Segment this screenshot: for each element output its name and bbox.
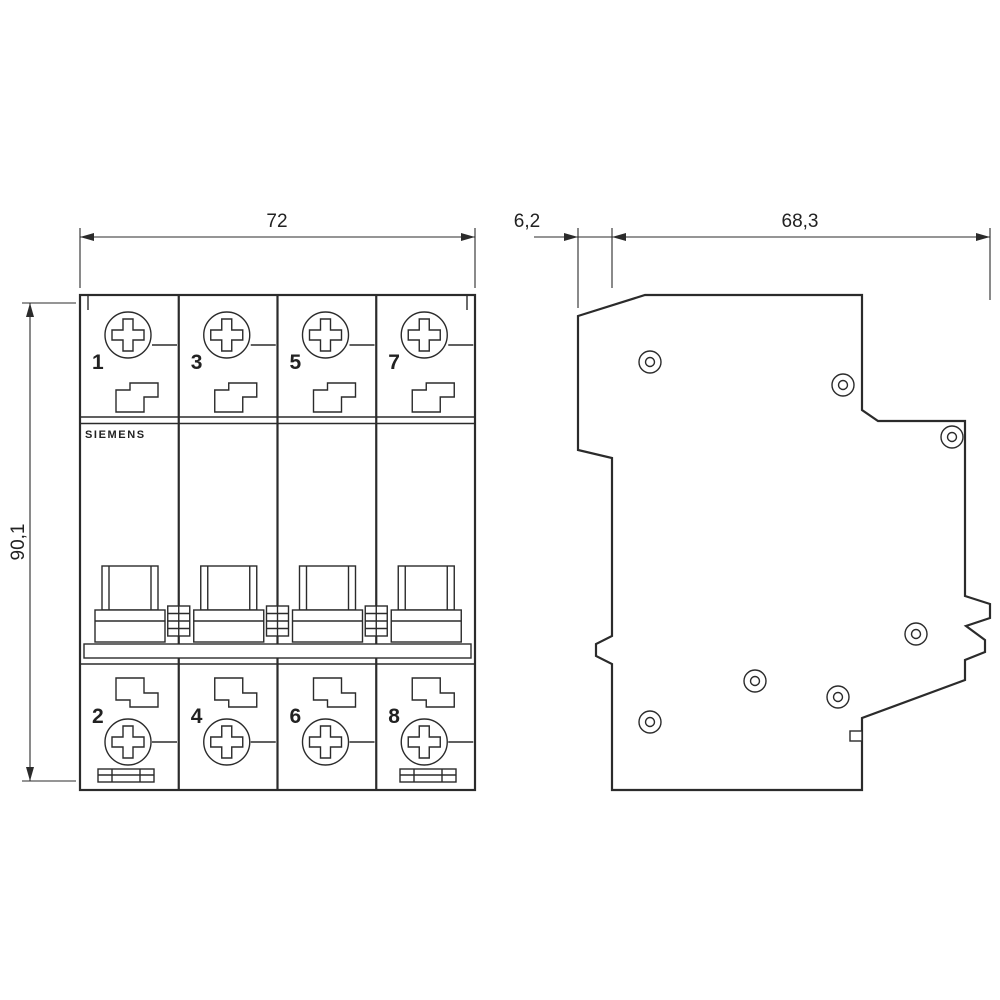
dim-body-depth-label: 68,3	[782, 211, 819, 232]
arrowhead	[612, 233, 626, 241]
rivet-icon	[638, 350, 662, 374]
dimension-depth-front: 6,2	[514, 211, 613, 308]
handle-coupler	[265, 605, 290, 637]
pole-label: 6	[290, 705, 302, 728]
dim-height-label: 90,1	[8, 524, 29, 561]
pole-label: 5	[290, 351, 302, 374]
arrowhead	[26, 767, 34, 781]
pole-top-3: 3	[191, 311, 276, 413]
dimension-width: 72	[79, 211, 476, 288]
pole-bottom-6: 6	[290, 677, 375, 766]
terminal-screw-icon	[104, 311, 152, 359]
terminal-screw-icon	[301, 718, 350, 766]
rivet-icon	[743, 669, 767, 693]
terminal-screw-icon	[400, 311, 448, 359]
din-tab-right	[399, 768, 457, 783]
brand-label: SIEMENS	[85, 429, 146, 441]
pole-top-1: 1	[92, 311, 177, 413]
arrowhead	[564, 233, 578, 241]
pole-bottom-4: 4	[191, 677, 276, 766]
dim-front-depth-label: 6,2	[514, 211, 540, 232]
dim-width-label: 72	[266, 211, 287, 232]
pole-label: 4	[191, 705, 203, 728]
pole-label: 1	[92, 351, 104, 374]
arrowhead	[976, 233, 990, 241]
pole-label: 7	[388, 351, 400, 374]
rivet-icon	[904, 622, 928, 646]
handle-coupler	[364, 605, 388, 637]
terminal-screw-icon	[104, 718, 152, 766]
rivet-icon	[638, 710, 662, 734]
arrowhead	[26, 303, 34, 317]
rivet-icon	[831, 373, 855, 397]
din-tab-left	[97, 768, 155, 783]
rivet-icon	[940, 425, 964, 449]
dimension-depth-body: 68,3	[612, 211, 991, 300]
arrowhead	[461, 233, 475, 241]
side-view	[576, 293, 992, 792]
pole-top-7: 7	[388, 311, 474, 413]
terminal-screw-icon	[203, 718, 251, 766]
pole-top-5: 5	[290, 311, 375, 413]
pole-label: 2	[92, 705, 104, 728]
toggle-handle	[291, 565, 364, 643]
side-profile-outline	[576, 293, 992, 792]
pole-bottom-2: 2	[92, 677, 177, 766]
dimension-height: 90,1	[8, 302, 76, 782]
front-view: 1 3 5 7 SIEMENS	[78, 293, 477, 792]
toggle-handle	[94, 565, 166, 643]
handle-tie-bar	[83, 643, 472, 659]
toggle-handle	[193, 565, 265, 643]
terminal-screw-icon	[203, 311, 251, 359]
handle-coupler	[167, 605, 191, 637]
pole-bottom-8: 8	[388, 677, 474, 766]
terminal-screw-icon	[301, 311, 350, 359]
toggle-handle	[390, 565, 462, 643]
pole-label: 3	[191, 351, 203, 374]
arrowhead	[80, 233, 94, 241]
rivet-icon	[826, 685, 850, 709]
pole-label: 8	[388, 705, 400, 728]
terminal-screw-icon	[400, 718, 448, 766]
side-notch	[849, 730, 863, 742]
